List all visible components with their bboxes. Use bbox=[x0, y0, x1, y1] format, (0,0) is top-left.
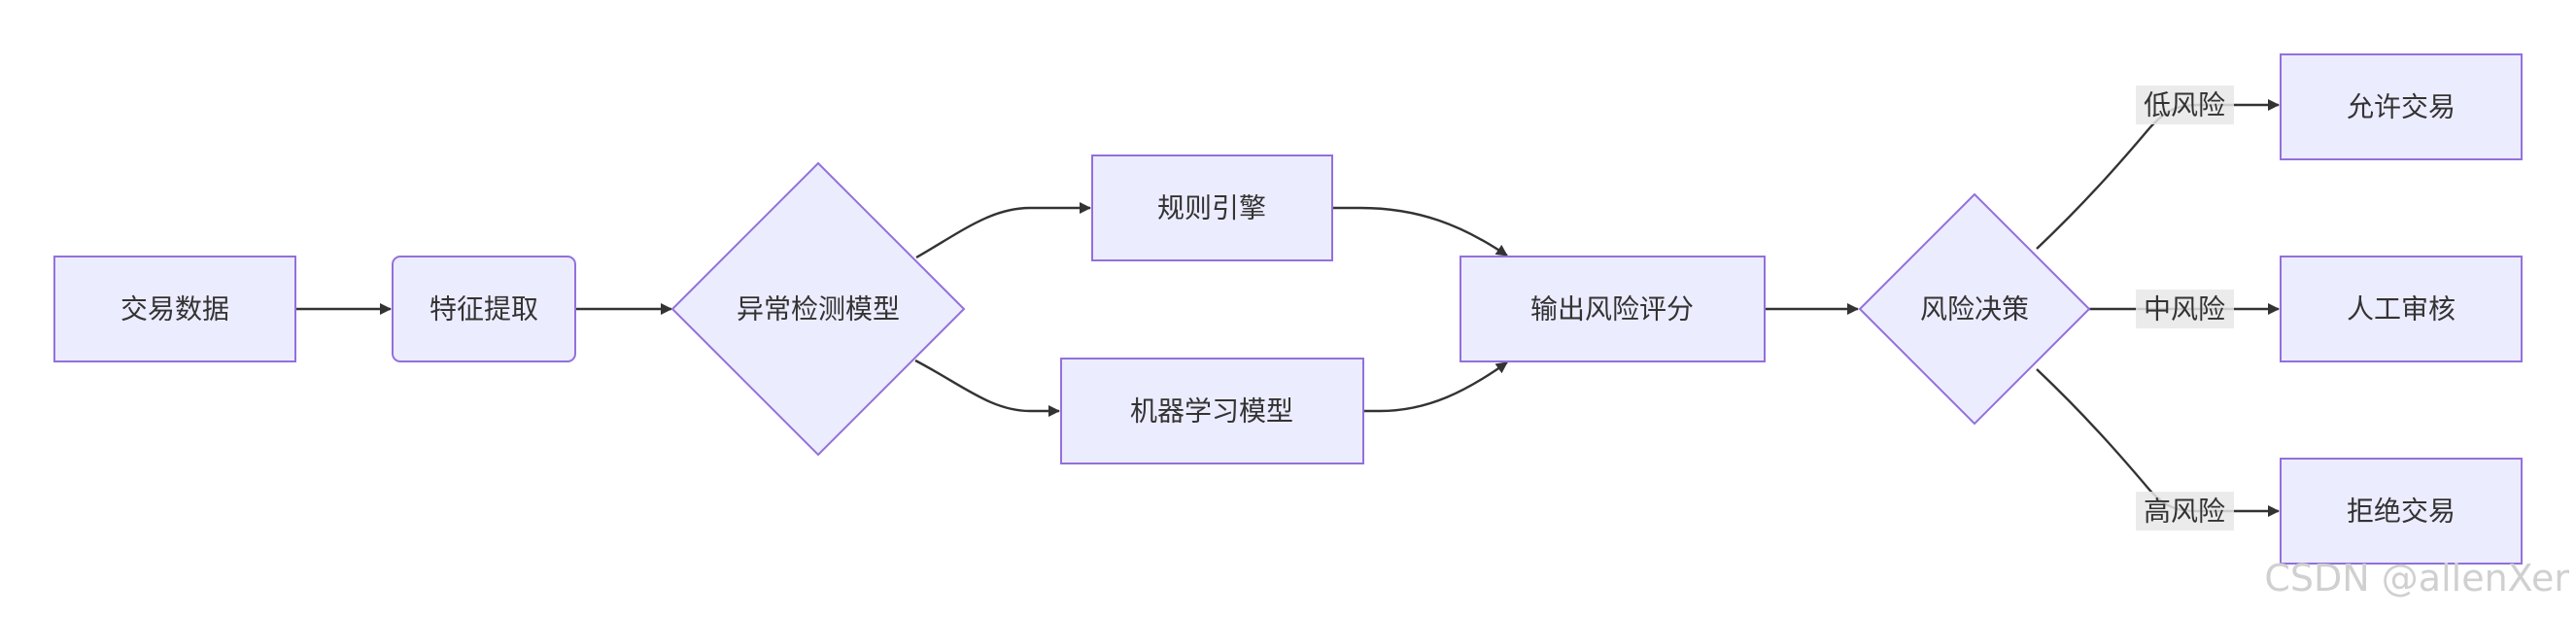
node-label: 机器学习模型 bbox=[1130, 395, 1293, 428]
node-box bbox=[392, 256, 576, 362]
node-allow-transaction: 允许交易 bbox=[2280, 53, 2523, 160]
node-box bbox=[2280, 256, 2523, 362]
edge-label-background bbox=[2136, 290, 2234, 328]
edge-rules-to-output bbox=[1332, 206, 1508, 257]
edge-decision-to-allow bbox=[2036, 99, 2280, 250]
edge-label-text: 高风险 bbox=[2144, 496, 2225, 528]
node-anomaly-detection-model: 异常检测模型 bbox=[670, 161, 966, 457]
node-box bbox=[53, 256, 296, 362]
node-ml-model: 机器学习模型 bbox=[1060, 358, 1364, 464]
node-risk-decision: 风险决策 bbox=[1858, 192, 2091, 426]
node-box bbox=[1091, 154, 1333, 261]
node-label: 交易数据 bbox=[120, 293, 229, 326]
node-box bbox=[1460, 256, 1766, 362]
edge-decision-to-reject bbox=[2036, 368, 2280, 517]
node-risk-score-output: 输出风险评分 bbox=[1460, 256, 1766, 362]
node-box bbox=[2280, 458, 2523, 565]
node-box bbox=[1060, 358, 1364, 464]
node-transaction-data: 交易数据 bbox=[53, 256, 296, 362]
node-label: 规则引擎 bbox=[1157, 192, 1266, 224]
node-label: 拒绝交易 bbox=[2347, 496, 2456, 528]
edge-label-low-risk: 低风险 bbox=[2136, 86, 2234, 124]
node-label: 特征提取 bbox=[429, 293, 538, 326]
edge-label-background bbox=[2136, 492, 2234, 531]
edge-anomaly-to-rules bbox=[915, 202, 1091, 259]
decision-diamond bbox=[1858, 192, 2091, 426]
watermark-text: CSDN @allenXer bbox=[2264, 557, 2569, 600]
node-manual-review: 人工审核 bbox=[2280, 256, 2523, 362]
edge-label-background bbox=[2136, 86, 2234, 124]
node-label: 人工审核 bbox=[2347, 293, 2456, 326]
edge-ml-to-output bbox=[1363, 361, 1508, 413]
node-label: 输出风险评分 bbox=[1530, 293, 1694, 326]
edge-label-text: 低风险 bbox=[2144, 89, 2225, 121]
edge-anomaly-to-ml bbox=[914, 359, 1060, 417]
node-label: 风险决策 bbox=[1920, 293, 2029, 326]
edge-label-medium-risk: 中风险 bbox=[2136, 290, 2234, 328]
node-rule-engine: 规则引擎 bbox=[1091, 154, 1333, 261]
node-label: 异常检测模型 bbox=[737, 293, 900, 326]
decision-diamond bbox=[670, 161, 966, 457]
edge-label-high-risk: 高风险 bbox=[2136, 492, 2234, 531]
node-reject-transaction: 拒绝交易 bbox=[2280, 458, 2523, 565]
edge-label-text: 中风险 bbox=[2144, 293, 2225, 326]
node-feature-extraction: 特征提取 bbox=[392, 256, 576, 362]
node-label: 允许交易 bbox=[2347, 91, 2456, 123]
node-box bbox=[2280, 53, 2523, 160]
